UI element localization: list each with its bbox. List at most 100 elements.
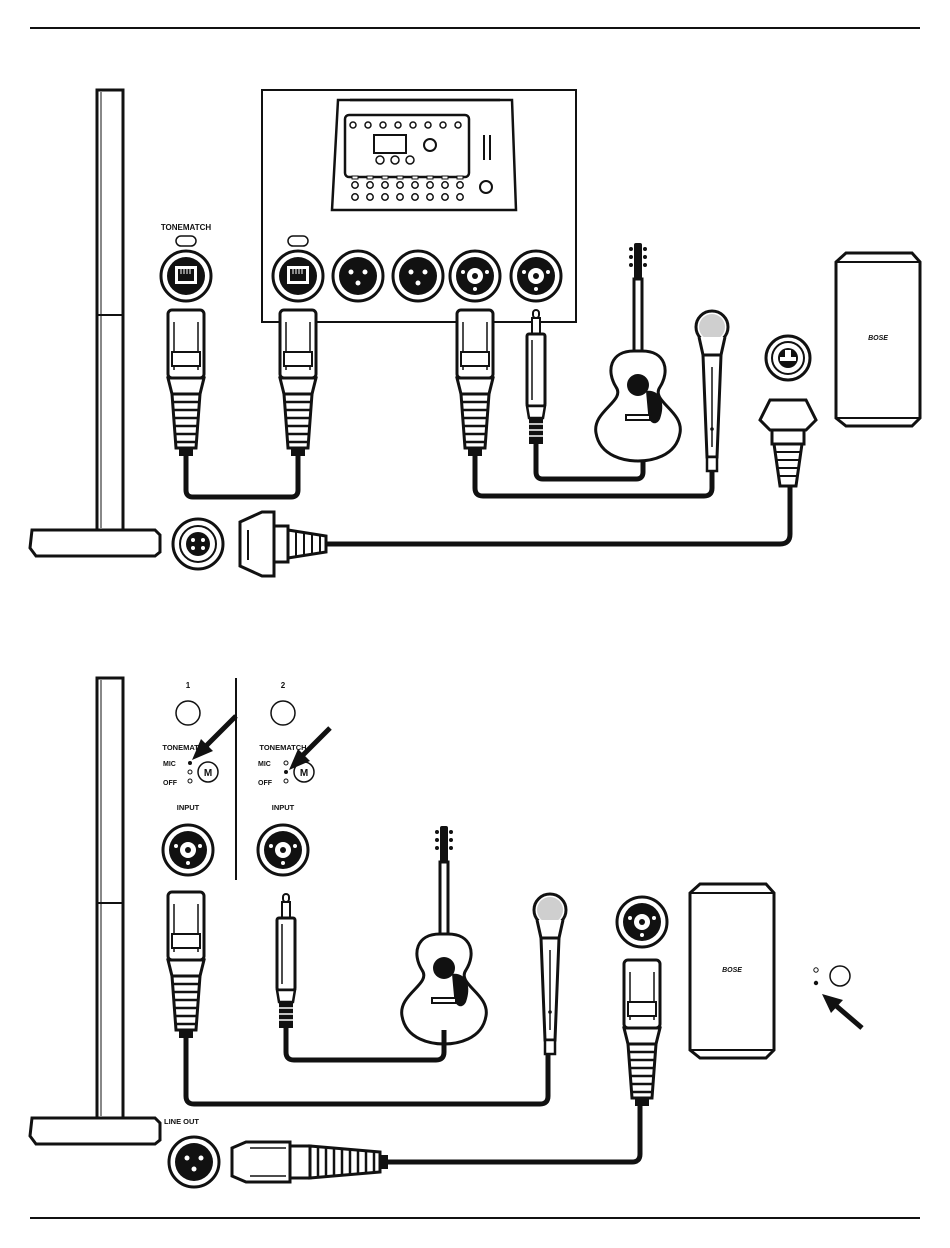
mixer-channel-knob[interactable] xyxy=(397,182,403,188)
mixer-top-button[interactable] xyxy=(350,122,356,128)
mixer-channel-button[interactable] xyxy=(397,176,403,179)
acoustic-guitar-bottom xyxy=(402,826,487,1044)
mixer-top-button[interactable] xyxy=(410,122,416,128)
mid-led-2 xyxy=(284,770,288,774)
cable-tonematch xyxy=(186,456,298,497)
line-out-label: LINE OUT xyxy=(164,1117,199,1126)
xlr-jack-2[interactable] xyxy=(393,251,443,301)
off-led-2 xyxy=(284,779,288,783)
speaker-power-button[interactable] xyxy=(830,966,850,986)
channel-2-combo-jack[interactable] xyxy=(258,825,308,875)
combo-jack-2[interactable] xyxy=(511,251,561,301)
microphone-top xyxy=(696,311,728,471)
mixer-channel-knob[interactable] xyxy=(397,194,403,200)
cable-mic-top xyxy=(475,452,712,496)
mixer-channel-knob[interactable] xyxy=(352,194,358,200)
jack-plug-guitar xyxy=(527,310,545,444)
speaker-indicator-led-top xyxy=(814,968,818,972)
mic-led-2 xyxy=(284,761,288,765)
speaker-indicator-led-bottom xyxy=(814,981,818,985)
xlr-plug-combo xyxy=(457,310,493,456)
array-column-bottom xyxy=(30,678,160,1144)
mixer-top-button[interactable] xyxy=(380,122,386,128)
mixer-nav-button[interactable] xyxy=(406,156,414,164)
tonematch-button-2-glyph: M xyxy=(300,768,308,779)
mixer-channel-knob[interactable] xyxy=(382,194,388,200)
mixer-channel-knob[interactable] xyxy=(442,182,448,188)
top-diagram: TONEMATCH BOSE xyxy=(30,90,920,576)
mid-led-1 xyxy=(188,770,192,774)
line-out-jack[interactable] xyxy=(169,1137,219,1187)
off-label-2: OFF xyxy=(258,780,273,787)
tonematch-led-top xyxy=(176,236,196,246)
mixer-channel-knob[interactable] xyxy=(442,194,448,200)
array-column-top xyxy=(30,90,160,556)
xlr-jack-1[interactable] xyxy=(333,251,383,301)
combo-jack-1[interactable] xyxy=(450,251,500,301)
mixer-channel-knob[interactable] xyxy=(457,194,463,200)
tonematch-label-top: TONEMATCH xyxy=(161,223,212,232)
brand-logo-bottom: BOSE xyxy=(722,967,742,974)
bass-module-top: BOSE xyxy=(836,253,920,426)
mixer-top-button[interactable] xyxy=(365,122,371,128)
arrow-indicator-1 xyxy=(192,716,236,760)
bottom-diagram: 1 TONEMATCH MIC OFF M INPUT 2 TONEMATCH … xyxy=(30,678,862,1187)
brand-logo-top: BOSE xyxy=(868,335,888,342)
speaker-combo-jack[interactable] xyxy=(617,897,667,947)
channel-2-label: 2 xyxy=(281,681,286,690)
xlr-plug-array xyxy=(168,310,204,456)
power-jack-array[interactable] xyxy=(173,519,223,569)
cable-mic-bottom xyxy=(186,1038,548,1104)
mic-label-2: MIC xyxy=(258,761,271,768)
bass-module-bottom: BOSE xyxy=(690,884,774,1058)
off-label-1: OFF xyxy=(163,780,178,787)
power-plug-array xyxy=(240,512,326,576)
channel-1-combo-jack[interactable] xyxy=(163,825,213,875)
power-jack-speaker[interactable] xyxy=(766,336,810,380)
mixer-channel-knob[interactable] xyxy=(427,182,433,188)
mixer-channel-button[interactable] xyxy=(382,176,388,179)
arrow-indicator-speaker xyxy=(822,994,862,1028)
mixer-channel-button[interactable] xyxy=(367,176,373,179)
mixer-top-button[interactable] xyxy=(395,122,401,128)
channel-1-knob[interactable] xyxy=(176,701,200,725)
mic-label-1: MIC xyxy=(163,761,176,768)
mixer-channel-knob[interactable] xyxy=(352,182,358,188)
microphone-bottom xyxy=(534,894,566,1054)
cable-line-out xyxy=(388,1106,640,1162)
tonematch-jack-mixer[interactable] xyxy=(273,251,323,301)
mixer-channel-button[interactable] xyxy=(412,176,418,179)
input-label-1: INPUT xyxy=(177,803,200,812)
mic-led-1 xyxy=(188,761,192,765)
mixer-top-button[interactable] xyxy=(440,122,446,128)
mixer-channel-knob[interactable] xyxy=(412,182,418,188)
mixer-nav-button[interactable] xyxy=(391,156,399,164)
channel-2-knob[interactable] xyxy=(271,701,295,725)
mixer-led xyxy=(288,236,308,246)
tonematch-button-1-glyph: M xyxy=(204,768,212,779)
input-label-2: INPUT xyxy=(272,803,295,812)
mixer-channel-knob[interactable] xyxy=(382,182,388,188)
mixer-nav-button[interactable] xyxy=(376,156,384,164)
xlr-plug-speaker xyxy=(624,960,660,1106)
off-led-1 xyxy=(188,779,192,783)
mixer-channel-button[interactable] xyxy=(352,176,358,179)
xlr-plug-mixer xyxy=(280,310,316,456)
xlr-plug-ch1 xyxy=(168,892,204,1038)
mixer-channel-button[interactable] xyxy=(457,176,463,179)
power-plug-speaker xyxy=(760,400,816,486)
mixer-channel-knob[interactable] xyxy=(367,182,373,188)
mixer-channel-knob[interactable] xyxy=(427,194,433,200)
mixer-top-button[interactable] xyxy=(425,122,431,128)
tonematch-jack-array[interactable] xyxy=(161,251,211,301)
mixer-channel-knob[interactable] xyxy=(367,194,373,200)
mixer-channel-button[interactable] xyxy=(442,176,448,179)
channel-1-label: 1 xyxy=(186,681,191,690)
mixer-channel-button[interactable] xyxy=(427,176,433,179)
mixer-channel-knob[interactable] xyxy=(457,182,463,188)
mixer-top-button[interactable] xyxy=(455,122,461,128)
mixer-channel-knob[interactable] xyxy=(412,194,418,200)
jack-plug-ch2 xyxy=(277,894,295,1028)
xlr-plug-line-out xyxy=(232,1142,388,1182)
